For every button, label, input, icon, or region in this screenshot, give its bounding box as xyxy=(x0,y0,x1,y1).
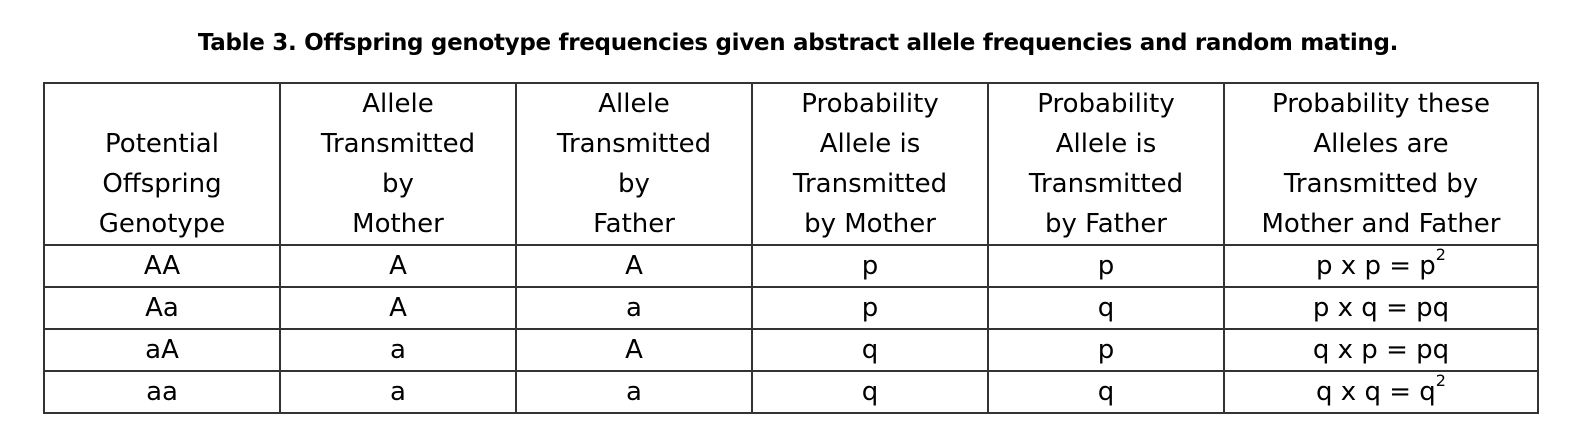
cell-prob-father: p xyxy=(987,244,1225,288)
cell-mother-allele: a xyxy=(279,370,517,414)
header-probability-father: Probability Allele is Transmitted by Fat… xyxy=(987,82,1225,246)
exponent: 2 xyxy=(1435,371,1446,390)
cell-mother-allele: A xyxy=(279,286,517,330)
cell-genotype: aA xyxy=(43,328,281,372)
cell-prob-both: q x p = pq xyxy=(1223,328,1539,372)
header-row: Potential Offspring Genotype Allele Tran… xyxy=(43,82,1539,246)
cell-prob-both: q x q = q2 xyxy=(1223,370,1539,414)
header-potential-offspring-genotype: Potential Offspring Genotype xyxy=(43,82,281,246)
cell-father-allele: a xyxy=(515,370,753,414)
cell-genotype: Aa xyxy=(43,286,281,330)
cell-genotype: AA xyxy=(43,244,281,288)
genotype-frequency-table: Potential Offspring Genotype Allele Tran… xyxy=(43,82,1539,414)
cell-prob-father: q xyxy=(987,286,1225,330)
product-text: p x q = pq xyxy=(1312,293,1450,323)
table-row: aA a A q p q x p = pq xyxy=(43,328,1539,372)
product-text: q x q = q xyxy=(1316,377,1436,407)
cell-genotype: aa xyxy=(43,370,281,414)
product-text: p x p = p xyxy=(1316,251,1436,281)
cell-prob-both: p x q = pq xyxy=(1223,286,1539,330)
cell-prob-father: p xyxy=(987,328,1225,372)
cell-father-allele: A xyxy=(515,244,753,288)
cell-mother-allele: A xyxy=(279,244,517,288)
header-allele-by-father: Allele Transmitted by Father xyxy=(515,82,753,246)
exponent: 2 xyxy=(1435,245,1446,264)
cell-father-allele: a xyxy=(515,286,753,330)
product-text: q x p = pq xyxy=(1312,335,1450,365)
header-probability-both: Probability these Alleles are Transmitte… xyxy=(1223,82,1539,246)
cell-prob-mother: q xyxy=(751,370,989,414)
table-caption: Table 3. Offspring genotype frequencies … xyxy=(197,30,1399,56)
table-row: aa a a q q q x q = q2 xyxy=(43,370,1539,414)
cell-prob-mother: p xyxy=(751,286,989,330)
cell-prob-both: p x p = p2 xyxy=(1223,244,1539,288)
cell-prob-mother: p xyxy=(751,244,989,288)
cell-prob-father: q xyxy=(987,370,1225,414)
table-row: Aa A a p q p x q = pq xyxy=(43,286,1539,330)
header-allele-by-mother: Allele Transmitted by Mother xyxy=(279,82,517,246)
cell-prob-mother: q xyxy=(751,328,989,372)
header-probability-mother: Probability Allele is Transmitted by Mot… xyxy=(751,82,989,246)
cell-mother-allele: a xyxy=(279,328,517,372)
cell-father-allele: A xyxy=(515,328,753,372)
table-row: AA A A p p p x p = p2 xyxy=(43,244,1539,288)
